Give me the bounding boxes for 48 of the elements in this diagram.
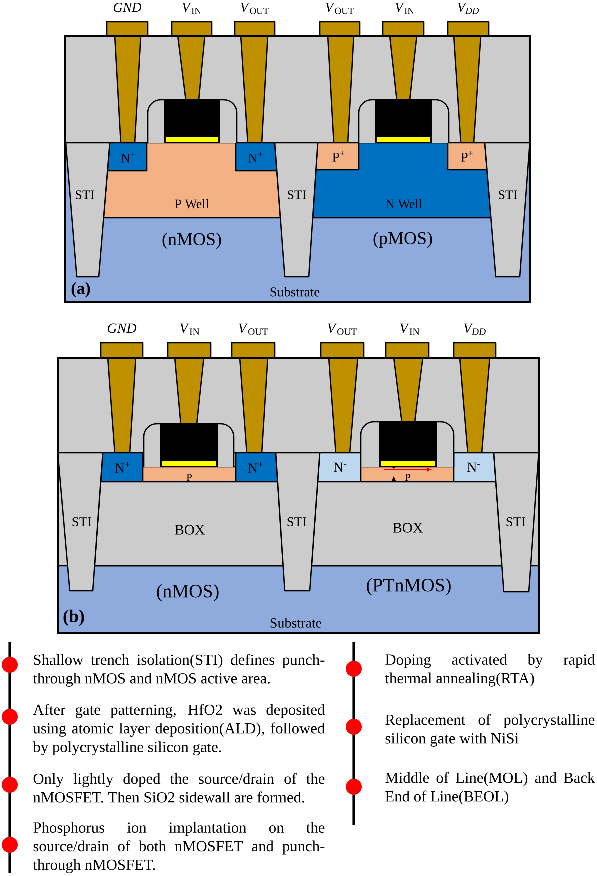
metal-contact: V$_{IN}$ [385,324,430,423]
node-label: V$_{OUT}$ [326,3,354,14]
isolation-trench: STI [484,142,531,278]
metal-contact: V$_{DD}$ [447,3,490,144]
metal-contact: V$_{IN}$ [382,3,425,101]
source-drain-region: N$^{+}$ [235,452,279,483]
step-text: Only lightly doped the source/drain of the nMOSFET. Then SiO2 sidewall are formed. [34,773,325,803]
node-label: V$_{OUT}$ [238,324,268,336]
isolation-trench: STI [65,142,111,278]
step-text: Replacement of polycrystalline silicon gate with NiSi [386,714,595,747]
step-text: Phosphorus ion implantation on the source/drain of both nMOSFET and punch-through nMOSFET. [33,822,325,874]
source-drain-region: N$^{+}$ [100,452,144,483]
node-label: V$_{IN}$ [396,3,414,14]
node-label: V$_{IN}$ [180,324,200,336]
node-label: V$_{IN}$ [182,3,202,14]
metal-contact: V$_{OUT}$ [320,324,365,454]
channel-region: P [142,466,237,483]
node-label: V$_{IN}$ [400,324,420,336]
metal-contact: GND [106,3,149,144]
step-text: After gate patterning, HfO2 was deposited using atomic layer deposition(ALD), followed by polycrystalline silicon gate. [33,704,326,756]
step-text: Shallow trench isolation(STI) defines punch-through nMOS and nMOS active area. [33,654,325,687]
metal-contact: V$_{DD}$ [453,324,497,454]
source-drain-region: N$^{-}$ [317,452,362,483]
source-drain-region: N$^{+}$ [235,142,278,172]
metal-contact: V$_{OUT}$ [234,3,276,144]
metal-contact: V$_{IN}$ [171,3,213,101]
source-drain-region: P$^{+}$ [447,142,488,171]
isolation-trench: STI [274,142,319,278]
node-label: V$_{DD}$ [464,324,486,336]
node-label: V$_{DD}$ [458,3,480,14]
node-label: V$_{OUT}$ [328,324,358,336]
isolation-trench: STI [57,452,104,592]
source-drain-region: N$^{-}$ [453,452,497,483]
metal-contact: V$_{IN}$ [167,324,212,425]
isolation-trench: STI [275,452,321,592]
isolation-trench: STI [493,452,540,593]
node-label: V$_{OUT}$ [240,3,270,14]
step-text: Doping activated by rapid thermal annealing(RTA) [385,654,595,687]
substrate-region: (nMOS) (PTnMOS) (b) Substrate [57,565,540,634]
node-label: GND [114,3,142,12]
source-drain-region: N$^{+}$ [107,142,148,172]
metal-contact: GND [100,324,144,454]
step-text: Middle of Line(MOL) and Back End of Line(BEOL) [386,772,596,805]
channel-region: P [360,466,455,483]
node-label: GND [108,324,137,334]
metal-contact: V$_{OUT}$ [319,3,361,144]
metal-contact: V$_{OUT}$ [231,324,276,454]
source-drain-region: P$^{+}$ [316,142,360,171]
